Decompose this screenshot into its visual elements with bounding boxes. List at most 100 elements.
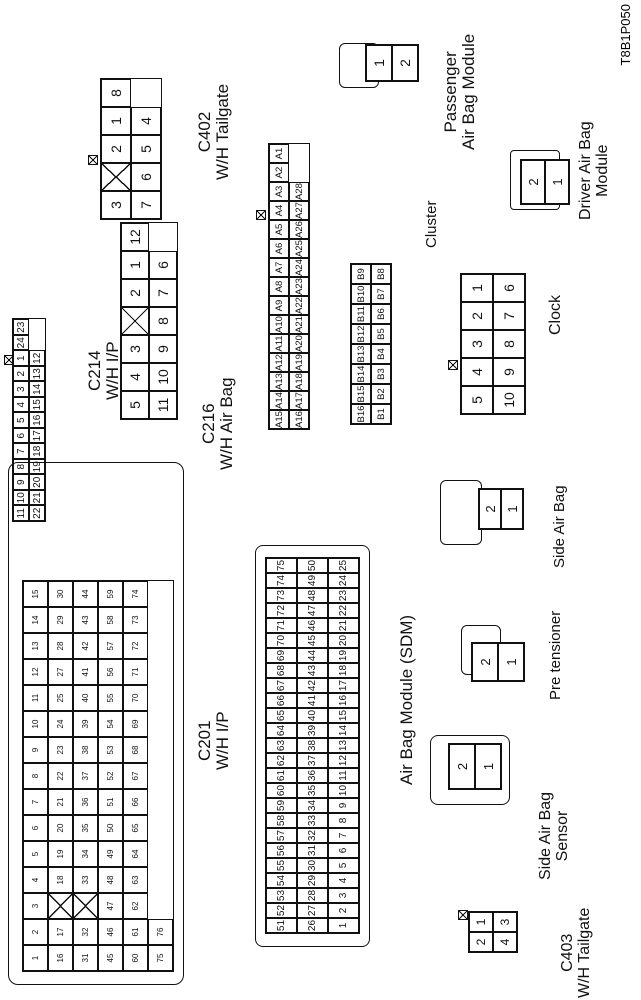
pin-1: 1 [23, 945, 48, 971]
pin-58: 58 [98, 607, 123, 633]
pin-B9: B9 [351, 264, 371, 284]
pin-B4: B4 [371, 344, 391, 364]
pin-10: 10 [23, 711, 48, 737]
figure-id: T8B1P050 [618, 4, 633, 66]
passenger-airbag-label-line: Air Bag Module [458, 33, 478, 150]
pin-59: 59 [98, 581, 123, 607]
pin-24: 24 [13, 335, 29, 351]
side-airbag-label: Side Air Bag [551, 485, 568, 568]
pin-B16: B16 [351, 404, 371, 424]
pin-A14: A14 [269, 391, 289, 410]
pin-7: 7 [149, 279, 177, 307]
pin-7: 7 [493, 302, 525, 330]
pin-3: 3 [121, 335, 149, 363]
pin-9: 9 [328, 798, 359, 813]
pin-10: 10 [493, 386, 525, 414]
pin-55: 55 [266, 858, 297, 873]
pin-8: 8 [149, 307, 177, 335]
pin-2: 2 [13, 366, 29, 382]
pin-18: 18 [29, 443, 45, 459]
pin-2: 2 [521, 160, 545, 204]
pin-17: 17 [328, 678, 359, 693]
pin-2: 2 [101, 135, 131, 163]
pin-20: 20 [48, 815, 73, 841]
side-airbag-sensor-label-line: Side Air Bag [537, 791, 554, 880]
pin-1: 1 [328, 918, 359, 933]
pin-6: 6 [149, 251, 177, 279]
pin-61: 61 [123, 919, 148, 945]
pin-A27: A27 [289, 201, 309, 220]
pin-23: 23 [48, 737, 73, 763]
pin-1: 1 [101, 107, 131, 135]
pin-9: 9 [149, 335, 177, 363]
pin-B3: B3 [371, 364, 391, 384]
pin-63: 63 [266, 738, 297, 753]
pin-5: 5 [131, 135, 161, 163]
pin-B8: B8 [371, 264, 391, 284]
pin-A24: A24 [289, 258, 309, 277]
pin-32: 32 [297, 828, 328, 843]
pin-76: 76 [148, 919, 173, 945]
pin-A15: A15 [269, 410, 289, 429]
pin-65: 65 [266, 708, 297, 723]
pin-27: 27 [48, 659, 73, 685]
pin-48: 48 [98, 867, 123, 893]
pin-A4: A4 [269, 201, 289, 220]
pin-8: 8 [328, 813, 359, 828]
pin-23: 23 [328, 588, 359, 603]
pin-57: 57 [266, 828, 297, 843]
pin-A8: A8 [269, 277, 289, 296]
pin-49: 49 [297, 573, 328, 588]
pin-1: 1 [501, 489, 523, 529]
pin-A2: A2 [269, 163, 289, 182]
pin-21: 21 [328, 618, 359, 633]
pin-11: 11 [23, 685, 48, 711]
pin-25: 25 [48, 685, 73, 711]
pin-24: 24 [328, 573, 359, 588]
pin-71: 71 [266, 618, 297, 633]
pin-22: 22 [48, 763, 73, 789]
pin-4: 4 [13, 397, 29, 413]
pin-1: 1 [475, 744, 501, 789]
pin-3: 3 [461, 330, 493, 358]
pin-75: 75 [148, 945, 173, 971]
pin-1: 1 [469, 912, 493, 932]
pin-28: 28 [297, 888, 328, 903]
pin-2: 2 [392, 45, 418, 81]
pin-40: 40 [73, 685, 98, 711]
pin-53: 53 [266, 888, 297, 903]
pin-8: 8 [23, 763, 48, 789]
pin-34: 34 [297, 798, 328, 813]
pin-41: 41 [297, 693, 328, 708]
pin-69: 69 [266, 648, 297, 663]
pin-11: 11 [149, 391, 177, 419]
pretensioner-label: Pre tensioner [547, 610, 564, 700]
pin-52: 52 [266, 903, 297, 918]
pin-51: 51 [266, 918, 297, 933]
pin-15: 15 [328, 708, 359, 723]
c214-label-line: C214 [85, 350, 104, 392]
pin-3: 3 [23, 893, 48, 919]
pin-10: 10 [149, 363, 177, 391]
pin-4: 4 [461, 358, 493, 386]
pin-30: 30 [48, 581, 73, 607]
pin-18: 18 [48, 867, 73, 893]
c402-label-line: W/H Tailgate [212, 83, 232, 180]
pin-25: 25 [328, 558, 359, 573]
pin-5: 5 [461, 386, 493, 414]
pin-37: 37 [297, 753, 328, 768]
pin-B10: B10 [351, 284, 371, 304]
pin-19: 19 [48, 841, 73, 867]
pin-30: 30 [297, 858, 328, 873]
pin-5: 5 [13, 412, 29, 428]
pin-2: 2 [461, 302, 493, 330]
pin-22: 22 [328, 603, 359, 618]
pin-75: 75 [266, 558, 297, 573]
pin-A19: A19 [289, 353, 309, 372]
